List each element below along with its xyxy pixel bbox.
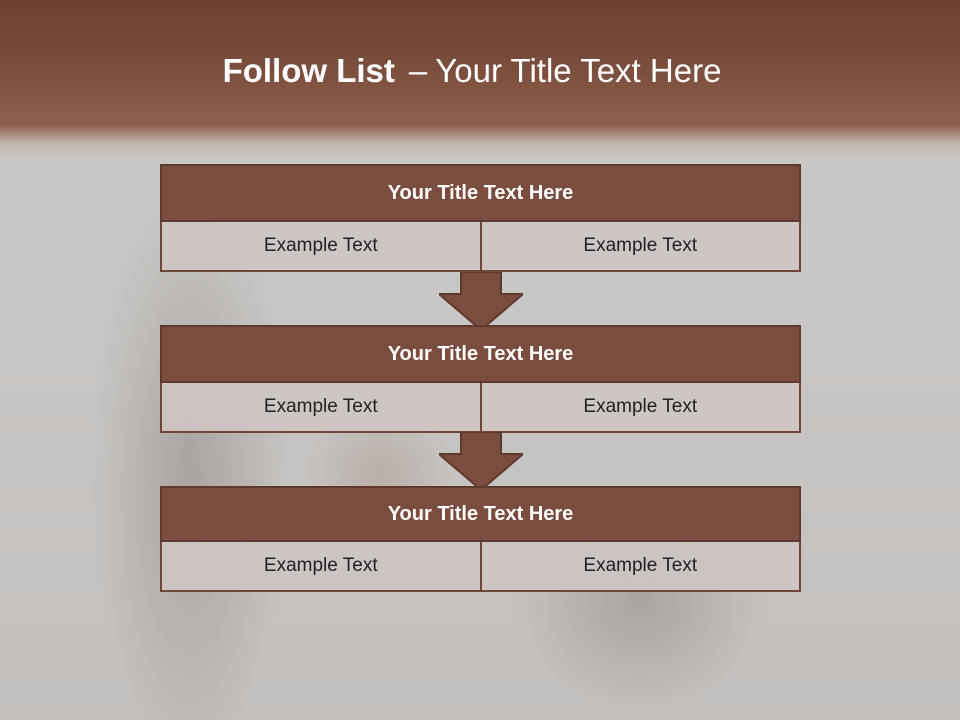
block-cell-left: Example Text: [263, 555, 378, 576]
block-cell-right: Example Text: [479, 383, 800, 431]
page-title-bold: Follow List: [222, 52, 395, 89]
block-title: Your Title Text Here: [160, 486, 801, 542]
page-title-rest: Your Title Text Here: [435, 52, 722, 89]
block-cell-left: Example Text: [263, 396, 378, 417]
block-row: Example Text Example Text: [160, 222, 801, 272]
block-row: Example Text Example Text: [160, 542, 801, 592]
page-title: Follow List–Your Title Text Here: [0, 52, 944, 90]
down-arrow-icon: [439, 432, 523, 490]
block-title: Your Title Text Here: [160, 325, 801, 383]
list-block-3: Your Title Text Here Example Text Exampl…: [160, 486, 801, 592]
block-cell-right: Example Text: [479, 222, 800, 270]
down-arrow-icon: [439, 272, 523, 330]
page-title-dash: –: [408, 52, 428, 89]
block-cell-left: Example Text: [263, 235, 378, 256]
list-block-1: Your Title Text Here Example Text Exampl…: [160, 164, 801, 272]
block-row: Example Text Example Text: [160, 383, 801, 433]
block-title: Your Title Text Here: [160, 164, 801, 222]
list-block-2: Your Title Text Here Example Text Exampl…: [160, 325, 801, 433]
header-band: [0, 0, 960, 160]
block-cell-right: Example Text: [479, 542, 800, 590]
